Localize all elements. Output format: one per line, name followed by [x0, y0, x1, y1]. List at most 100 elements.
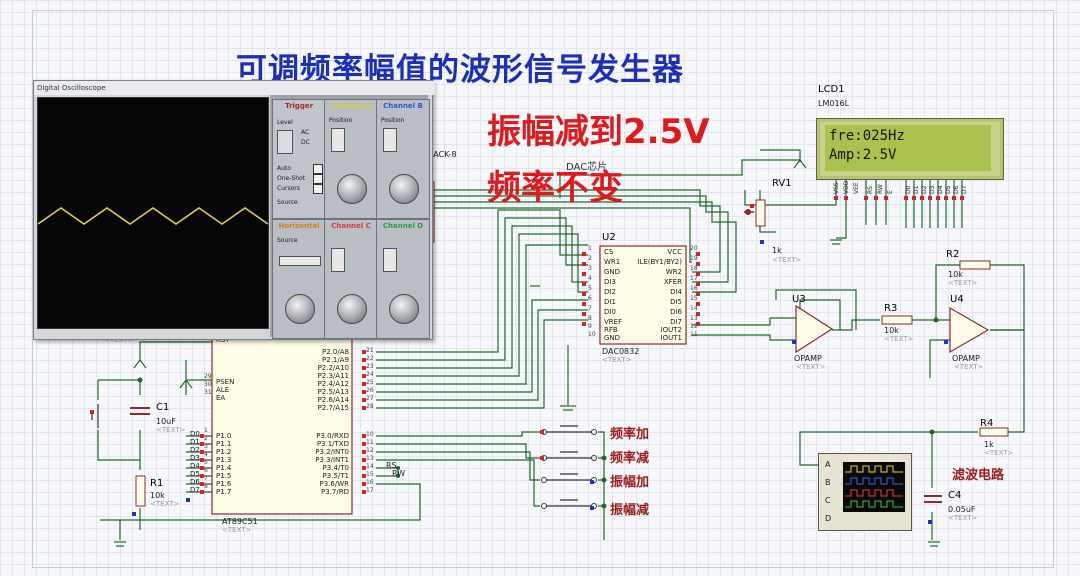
opamp-u3-symbol [795, 304, 834, 354]
r3-ref: R3 [884, 303, 898, 314]
mcu-pin-left-num: 30 [204, 381, 212, 388]
lcd-pin-label: VEE [853, 182, 860, 194]
resistor-r3-symbol [881, 315, 913, 325]
mcu-pin-left-label: P1.0 [216, 432, 232, 440]
lcd-pin-label: VDD [843, 180, 850, 194]
oscilloscope-title-bar[interactable]: Digital Oscilloscope [34, 81, 435, 95]
mcu-pin-left-label: P1.4 [216, 464, 232, 472]
trigger-level-label: Level [277, 119, 293, 126]
mcu-pin-right-num: 26 [366, 387, 374, 394]
mcu-text-tag: <TEXT> [222, 526, 252, 534]
mcu-pin-right-num: 28 [366, 403, 374, 410]
mcu-pin-left-label: RST [216, 336, 230, 344]
pot-ref: RV1 [772, 178, 792, 189]
dac-pin-right-num: 19 [690, 255, 698, 262]
dac-pin-right-num: 13 [690, 315, 698, 322]
dac-pin-left-num: 10 [588, 331, 596, 338]
mcu-pin-right-label: P3.2/INT0 [315, 448, 349, 456]
channel-d-position-slider[interactable] [383, 248, 397, 272]
mcu-port-net-label: D1 [190, 438, 200, 446]
dac-pin-right-num: 20 [690, 245, 698, 252]
r1-value: 10k [150, 491, 165, 500]
channel-c-volts-knob[interactable] [337, 294, 367, 324]
lcd-pin-label: RS [867, 186, 874, 194]
scope-ch-b: B [825, 478, 831, 487]
channel-d-volts-knob[interactable] [389, 294, 419, 324]
oneshot-label: One-Shot [277, 175, 306, 182]
lcd-screen [825, 125, 991, 171]
mcu-port-net-label: D3 [190, 454, 200, 462]
lcd-line-2: Amp:2.5V [829, 147, 897, 163]
mcu-pin-right-num: 17 [366, 487, 374, 494]
push-button-amp-down[interactable] [542, 496, 598, 510]
pot-rv1-symbol [755, 199, 766, 227]
channel-b-position-slider[interactable] [383, 128, 397, 152]
auto-toggle[interactable] [313, 164, 323, 174]
dc-label: DC [301, 139, 310, 146]
channel-b-volts-knob[interactable] [389, 174, 419, 204]
scope-ch-c: C [825, 496, 831, 505]
mcu-pin-left-label: P1.1 [216, 440, 232, 448]
channel-c-position-slider[interactable] [331, 248, 345, 272]
dac-pin-left-label: DI2 [604, 288, 616, 296]
mcu-pin-right-label: P2.5/A13 [317, 388, 349, 396]
mcu-pin-left-label: P1.2 [216, 448, 232, 456]
channel-a-volts-knob[interactable] [337, 174, 367, 204]
rack-label: RACK-8 [428, 150, 457, 159]
push-button-freq-down[interactable] [542, 448, 598, 462]
mcu-pin-left-num: 6 [204, 467, 208, 474]
bus-wire [376, 209, 588, 353]
r2-text: <TEXT> [948, 279, 978, 287]
dac-pin-right-label: IOUT1 [660, 334, 682, 342]
dac-model: DAC0832 [602, 347, 640, 356]
mcu-body [211, 337, 353, 515]
mcu-port-net-label: D0 [190, 430, 200, 438]
oneshot-toggle[interactable] [313, 174, 323, 184]
horizontal-label: Horizontal [278, 222, 320, 230]
r4-value: 1k [984, 440, 994, 449]
sheet-border [32, 10, 1054, 568]
horizontal-position-slider[interactable] [279, 256, 321, 266]
channel-b-label: Channel B [383, 102, 423, 110]
source-label: Source [277, 199, 298, 206]
timebase-knob[interactable] [285, 294, 315, 324]
dac-pin-left-label: RFB [604, 326, 618, 334]
channel-a-position-label: Position [329, 117, 353, 124]
r4-ref: R4 [980, 418, 994, 429]
oscilloscope-control-panel: Trigger Level AC DC Auto One-Shot Cursor… [270, 95, 430, 339]
mcu-pin-right-num: 27 [366, 395, 374, 402]
mcu-port-net-label: D2 [190, 446, 200, 454]
filter-circuit-label: 滤波电路 [952, 468, 1005, 483]
dac-pin-right-label: DI7 [670, 318, 682, 326]
r1-ref: R1 [150, 478, 164, 489]
channel-a-panel: Channel A Position [324, 99, 378, 219]
c1-value: 10uF [156, 417, 176, 426]
trigger-level-slider[interactable] [277, 130, 293, 154]
mcu-pin-right-label: P3.6/WR [319, 480, 350, 488]
digital-oscilloscope-window[interactable]: Digital Oscilloscope Trigger Level AC DC… [33, 80, 435, 340]
annotation-frequency: 频率不变 [487, 168, 623, 208]
mcu-pin-right-label: P3.7/RD [321, 488, 349, 496]
channel-b-position-label: Position [381, 117, 405, 124]
push-button-freq-up[interactable] [542, 422, 598, 436]
cursors-toggle[interactable] [313, 184, 323, 194]
dac-pin-left-label: GND [604, 334, 621, 342]
dac-pin-right-num: 17 [690, 275, 698, 282]
dac-text-tag: <TEXT> [602, 356, 632, 364]
channel-a-position-slider[interactable] [331, 128, 345, 152]
mcu-pin-left-label: P1.3 [216, 456, 232, 464]
mcu-pin-right-label: P2.7/A15 [317, 404, 349, 412]
annotation-amplitude: 振幅减到2.5V [487, 112, 710, 152]
dac-pin-left-num: 8 [588, 315, 592, 322]
push-button-amp-up[interactable] [542, 470, 598, 484]
c4-text: <TEXT> [948, 514, 978, 522]
lcd-pin-label: D7 [961, 185, 968, 194]
dac-pin-right-num: 16 [690, 285, 698, 292]
lcd-display[interactable]: fre:025Hz Amp:2.5V [816, 118, 1004, 180]
lcd-line-1: fre:025Hz [829, 128, 905, 144]
lcd-ref: LCD1 [818, 84, 845, 95]
button-label-freq-up: 频率加 [610, 427, 650, 442]
virtual-oscilloscope-instrument[interactable]: A B C D [818, 453, 912, 531]
channel-d-panel: Channel D [376, 219, 430, 339]
